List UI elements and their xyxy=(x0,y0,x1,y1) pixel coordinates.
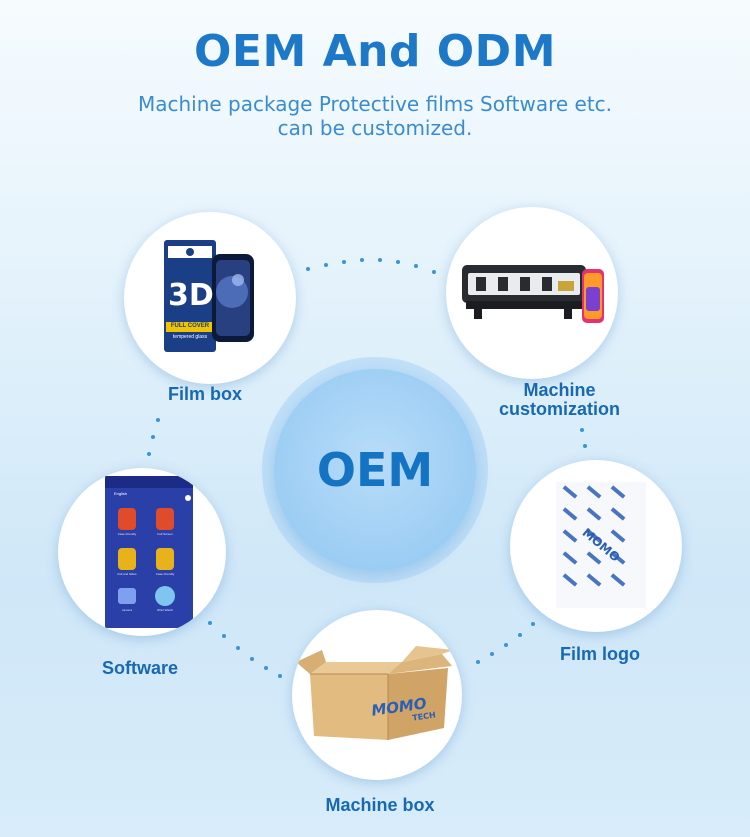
software-screen-image xyxy=(105,476,193,628)
machine-box-node: MOMO TECH xyxy=(292,610,462,780)
software-app-2: Full Screen xyxy=(157,532,173,536)
oem-center-label: OEM xyxy=(316,443,434,497)
cutting-machine-image xyxy=(462,265,604,323)
film-box-node: 3D FULL COVER tempered glass xyxy=(124,212,296,384)
software-label: Software xyxy=(101,658,179,678)
film-logo-image xyxy=(556,482,646,608)
film-box-3d-text: 3D xyxy=(168,278,214,313)
machine-node xyxy=(446,207,618,379)
subtitle-line-2: can be customized. xyxy=(277,116,473,140)
software-node: English Case Friendly Full Screen Full a… xyxy=(58,468,226,636)
machine-label-line-1: Machine xyxy=(523,380,596,400)
oem-center-circle xyxy=(274,369,476,571)
cardboard-box-image xyxy=(296,646,454,740)
film-logo-label: Film logo xyxy=(560,644,640,664)
machine-box-label: Machine box xyxy=(325,795,435,815)
machine-customization-label: Machine customization xyxy=(472,381,647,419)
film-box-label: Film box xyxy=(167,384,242,404)
software-language: English xyxy=(114,491,128,496)
film-logo-node: MOMO xyxy=(510,460,682,632)
software-app-3: Full and Sides xyxy=(117,572,137,576)
machine-label-line-2: customization xyxy=(498,399,620,419)
page-title: OEM And ODM xyxy=(194,26,556,77)
software-app-6: Wrist Watch xyxy=(156,608,173,612)
software-app-5: camera xyxy=(121,608,132,612)
film-box-caption: FULL COVER xyxy=(170,323,210,329)
film-box-image xyxy=(164,240,254,352)
subtitle-line-1: Machine package Protective films Softwar… xyxy=(137,92,613,116)
software-app-1: Case Friendly xyxy=(117,532,137,536)
film-box-subcaption: tempered glass xyxy=(172,334,208,340)
page-subtitle: Machine package Protective films Softwar… xyxy=(0,92,750,140)
software-app-4: Case Friendly xyxy=(155,572,175,576)
